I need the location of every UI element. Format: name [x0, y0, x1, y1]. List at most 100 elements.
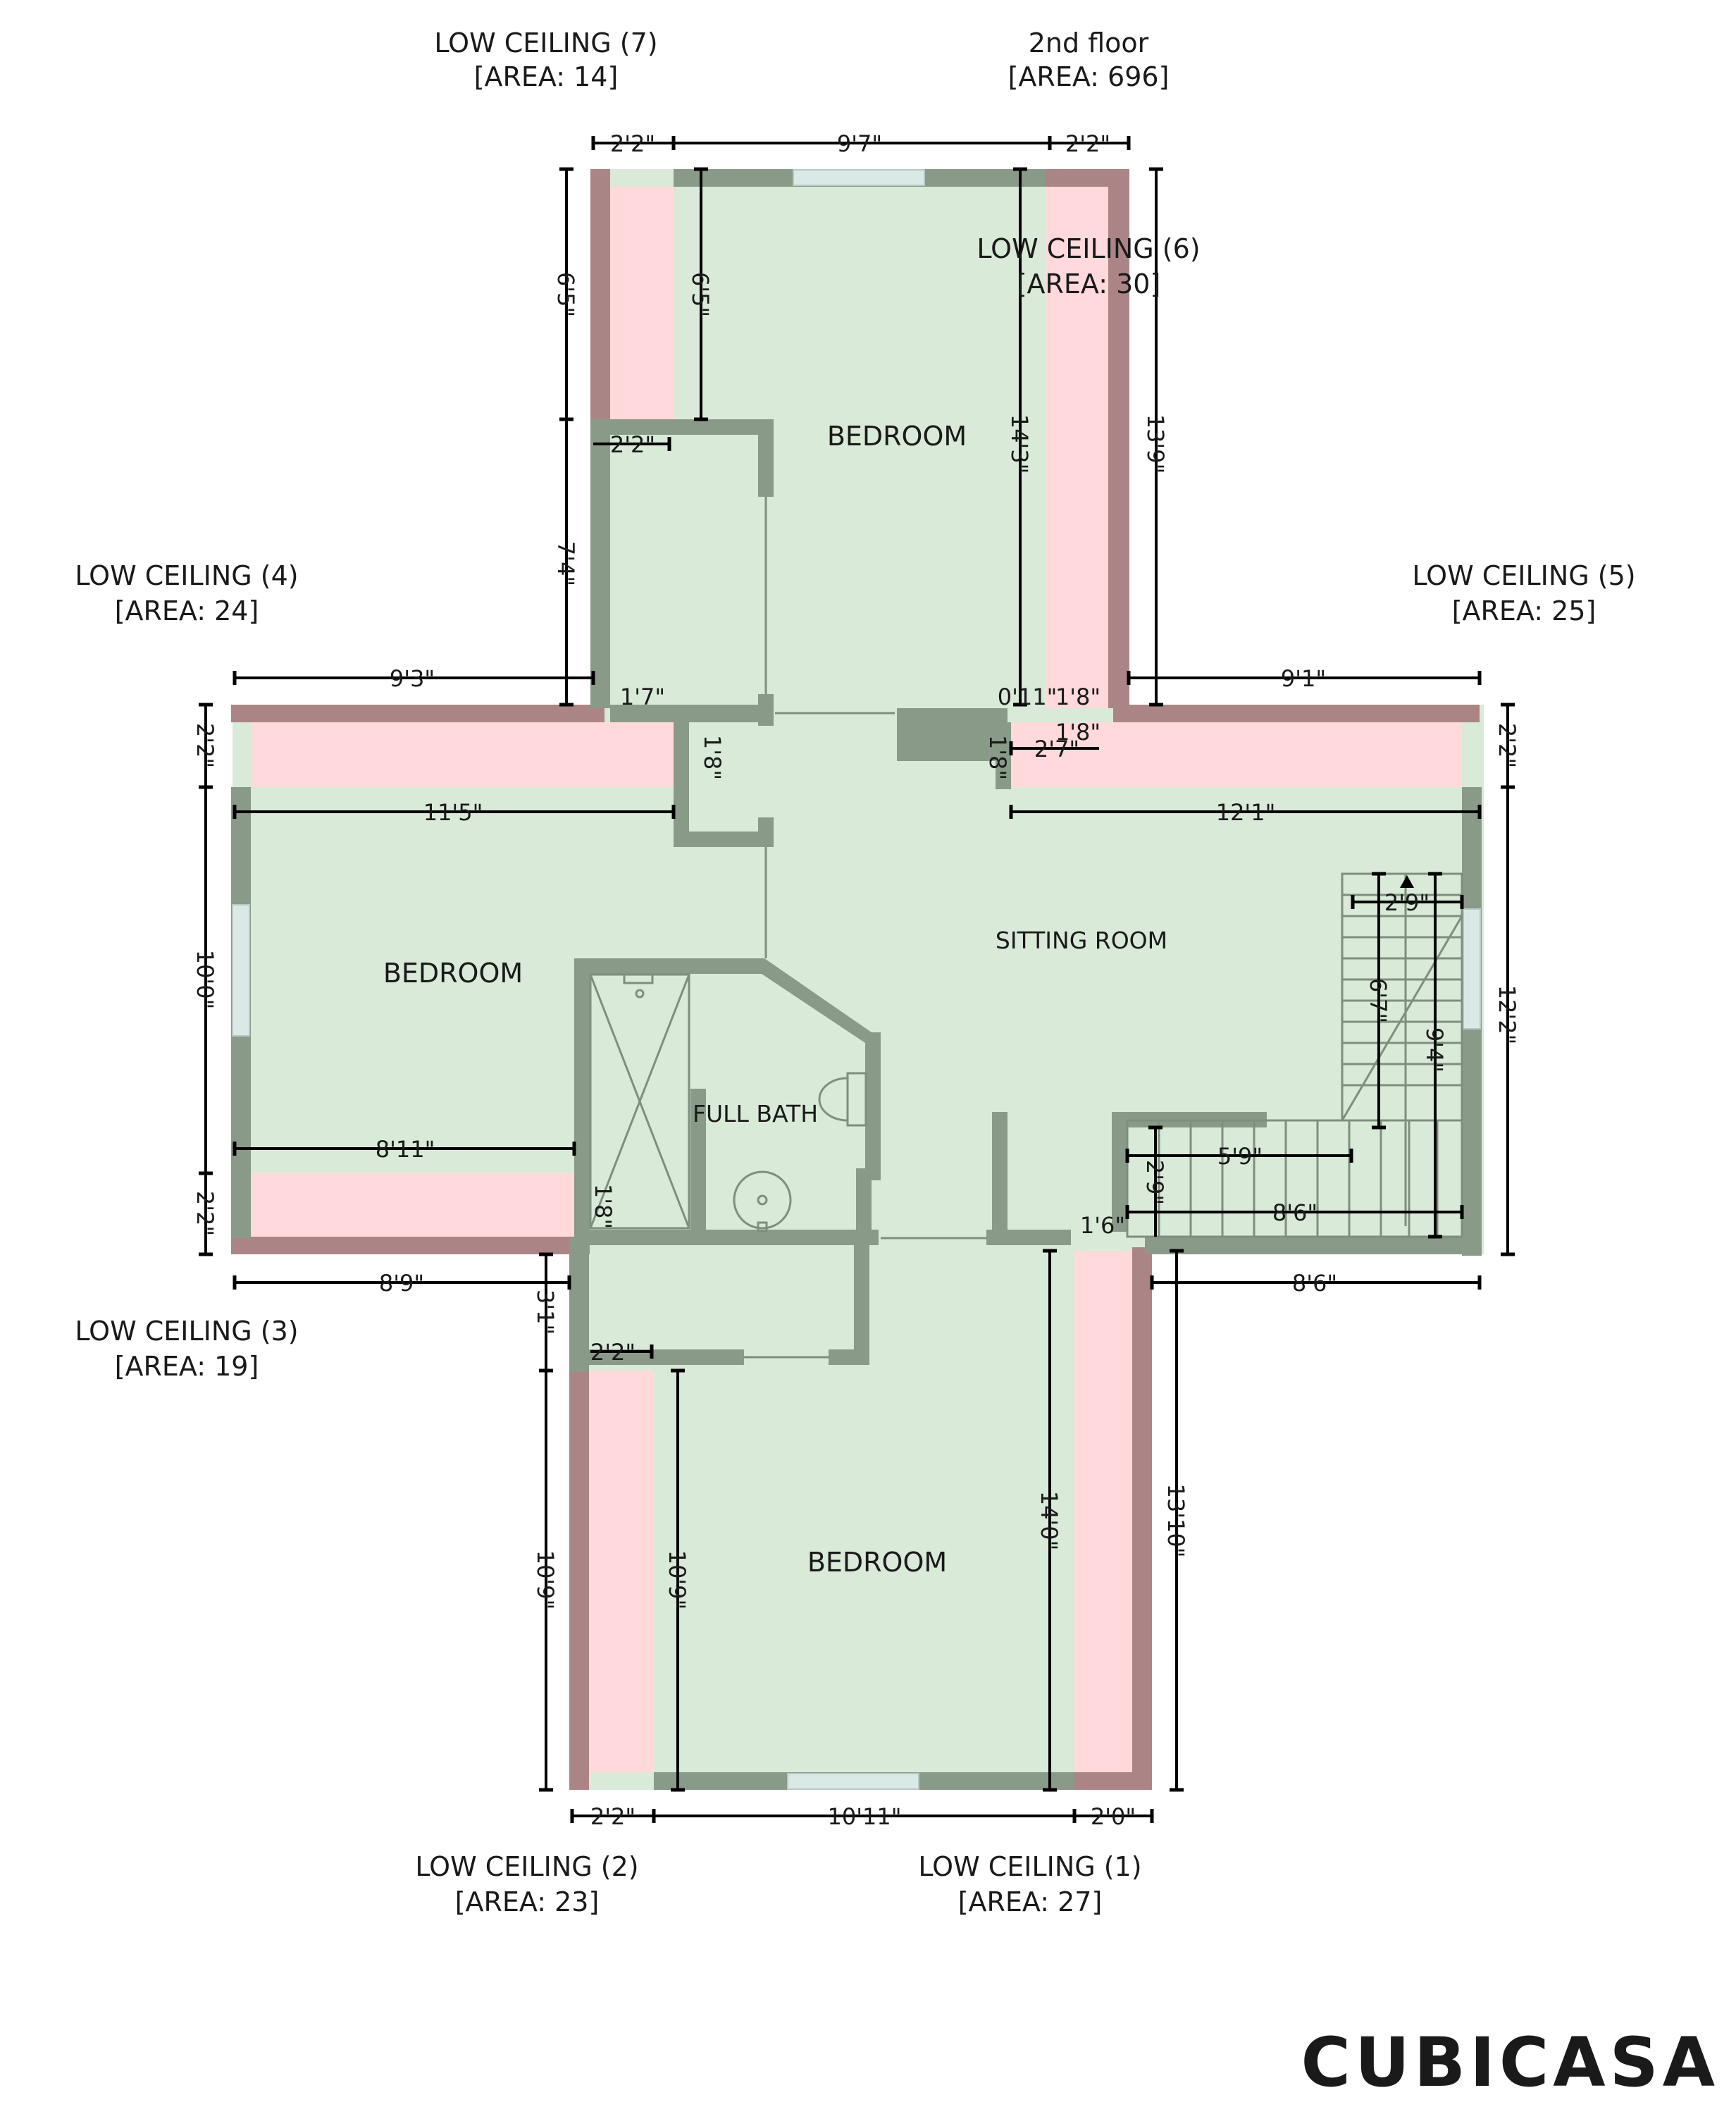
- dim-hall-1-8-v: 1'8": [984, 735, 1011, 780]
- low-ceiling-1-area: [AREA: 27]: [958, 1886, 1103, 1917]
- low-ceiling-1-bottom: [1074, 1772, 1152, 1790]
- low-ceiling-1-label: LOW CEILING (1): [918, 1851, 1141, 1882]
- low-ceiling-5-label: LOW CEILING (5): [1412, 560, 1635, 591]
- floor-areas: [232, 169, 1484, 1790]
- dim-east-12-1: 12'1": [1216, 799, 1276, 826]
- fixtures: [589, 497, 1463, 1359]
- dim-top-2-2-left: 2'2": [610, 130, 655, 157]
- dim-stair-9-4: 9'4": [1421, 1027, 1448, 1073]
- room-labels: BEDROOM BEDROOM BEDROOM SITTING ROOM FUL…: [383, 421, 1167, 1578]
- dim-west-2-2-top: 2'2": [192, 723, 218, 768]
- dim-notch-0-11: 0'11": [998, 684, 1058, 710]
- dim-left-6-5-outer: 6'5": [552, 272, 579, 317]
- dim-notch-1-8-a: 1'8": [1055, 684, 1100, 710]
- dim-bottom-10-11: 10'11": [828, 1803, 902, 1830]
- low-ceiling-5-area: [AREA: 25]: [1452, 595, 1596, 626]
- dim-left-6-5-inner: 6'5": [687, 272, 714, 317]
- low-ceiling-2-area: [AREA: 23]: [455, 1886, 600, 1917]
- dim-left-9-3: 9'3": [390, 665, 435, 692]
- low-ceiling-4-wall: [231, 705, 604, 722]
- captions: 2nd floor [AREA: 696] LOW CEILING (7) [A…: [75, 27, 1635, 1917]
- dim-closet-1-8-v: 1'8": [699, 735, 726, 780]
- dim-stair-8-6: 8'6": [1272, 1199, 1318, 1226]
- low-ceiling-1-zone: [1074, 1251, 1132, 1772]
- dim-bottom-2-2: 2'2": [590, 1803, 636, 1830]
- dim-bottom-2-0: 2'0": [1091, 1803, 1136, 1830]
- cubicasa-logo: CUBICASA: [1301, 2023, 1719, 2102]
- low-ceiling-7-wall: [590, 169, 610, 419]
- low-ceiling-6-area: [AREA: 30]: [1017, 268, 1161, 299]
- dim-south-13-10: 13'10": [1162, 1484, 1189, 1558]
- dim-east-8-6: 8'6": [1292, 1270, 1337, 1297]
- dimension-lines: [199, 136, 1515, 1823]
- floor-top-wing: [592, 169, 1113, 719]
- low-ceiling-5-zone: [1011, 722, 1462, 787]
- windows: [232, 169, 1481, 1790]
- low-ceiling-6-label: LOW CEILING (6): [976, 233, 1200, 264]
- dim-west-10-0: 10'0": [192, 950, 218, 1010]
- dim-stair-6-7: 6'7": [1365, 978, 1391, 1023]
- dim-south-3-1: 3'1": [532, 1290, 559, 1335]
- sink: [733, 1170, 792, 1230]
- window-bottom: [787, 1773, 919, 1790]
- dim-south-10-9-inner: 10'9": [664, 1550, 690, 1610]
- floor-middle: [232, 705, 1484, 1254]
- low-ceiling-1-wall: [1132, 1247, 1152, 1790]
- low-ceiling-6-top: [1045, 169, 1129, 187]
- low-ceiling-zones: [231, 169, 1480, 1790]
- low-ceiling-6-zone: [1045, 187, 1108, 708]
- low-ceiling-7-zone: [610, 187, 674, 419]
- dim-hall-2-7: 2'7": [1034, 736, 1079, 762]
- low-ceiling-2-label: LOW CEILING (2): [415, 1851, 638, 1882]
- dim-east-2-2-top: 2'2": [1494, 723, 1520, 768]
- dimension-labels: 2'2" 9'7" 2'2" 6'5" 6'5" 2'2" 7'4" 14'3"…: [192, 130, 1520, 1830]
- low-ceiling-5-wall: [1113, 705, 1480, 722]
- dim-west-2-2-bottom: 2'2": [192, 1191, 218, 1236]
- low-ceiling-7-area: [AREA: 14]: [474, 61, 619, 92]
- low-ceiling-6-wall: [1108, 169, 1129, 708]
- low-ceiling-2-wall: [569, 1371, 589, 1790]
- low-ceiling-4-label: LOW CEILING (4): [75, 560, 298, 591]
- dim-west-11-5: 11'5": [423, 799, 483, 826]
- dim-notch-1-8-b: 1'8": [1055, 719, 1100, 746]
- dim-right-13-9: 13'9": [1142, 414, 1169, 474]
- dim-top-9-7: 9'7": [837, 130, 882, 157]
- floor-area: [AREA: 696]: [1008, 61, 1170, 92]
- low-ceiling-3-area: [AREA: 19]: [115, 1351, 259, 1382]
- window-top: [793, 169, 925, 186]
- floor-title: 2nd floor: [1029, 27, 1149, 58]
- room-label-full-bath: FULL BATH: [693, 1100, 818, 1127]
- dim-west-8-9: 8'9": [379, 1270, 424, 1297]
- dim-stair-2-9-top: 2'9": [1384, 889, 1430, 916]
- dim-closet-2-2: 2'2": [610, 431, 655, 458]
- room-label-bedroom-left: BEDROOM: [383, 958, 523, 989]
- dim-south-closet-2-2: 2'2": [590, 1339, 636, 1366]
- dim-stair-5-9: 5'9": [1217, 1143, 1263, 1170]
- toilet: [846, 1072, 867, 1127]
- low-ceiling-4-area: [AREA: 24]: [115, 595, 259, 626]
- staircase: [1126, 872, 1463, 1238]
- stair-up-arrow-icon: [1400, 875, 1414, 888]
- dim-stair-2-9-side: 2'9": [1141, 1160, 1168, 1205]
- dim-left-7-4: 7'4": [552, 541, 579, 586]
- dim-bath-1-8: 1'8": [590, 1184, 616, 1229]
- dim-right-14-3: 14'3": [1006, 414, 1033, 474]
- room-label-bedroom-top: BEDROOM: [827, 421, 967, 452]
- low-ceiling-4-zone: [251, 722, 674, 787]
- dim-south-10-9-outer: 10'9": [532, 1550, 559, 1610]
- dim-notch-1-7: 1'7": [620, 684, 665, 710]
- dim-top-2-2-right: 2'2": [1065, 130, 1110, 157]
- dim-right-9-1: 9'1": [1281, 665, 1326, 692]
- window-left: [232, 904, 250, 1037]
- low-ceiling-3-label: LOW CEILING (3): [75, 1316, 298, 1347]
- low-ceiling-2-zone: [589, 1371, 654, 1772]
- room-label-sitting-room: SITTING ROOM: [996, 927, 1167, 954]
- low-ceiling-7-label: LOW CEILING (7): [434, 27, 657, 58]
- room-label-bedroom-bottom: BEDROOM: [807, 1547, 947, 1578]
- window-right: [1463, 908, 1481, 1030]
- low-ceiling-3-wall: [231, 1237, 583, 1254]
- dim-stair-1-6: 1'6": [1080, 1212, 1125, 1239]
- dim-east-12-2: 12'2": [1494, 985, 1520, 1045]
- low-ceiling-3-zone: [251, 1173, 575, 1238]
